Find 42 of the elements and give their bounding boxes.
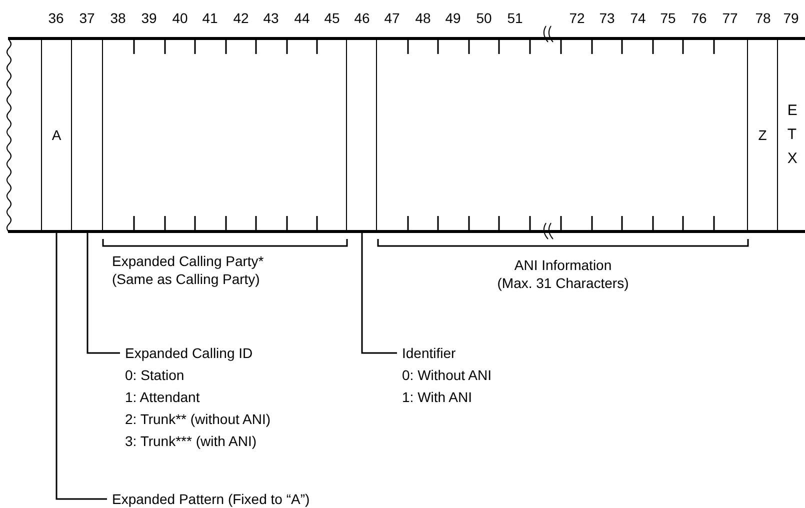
- leader-line: [361, 232, 397, 354]
- field-value: ETX: [787, 101, 796, 169]
- column-number: 45: [324, 10, 340, 26]
- value-line: 1: Attendant: [125, 388, 201, 407]
- field-description: Expanded Calling Party* (Same as Calling Party): [112, 252, 264, 288]
- column-number: 79: [783, 10, 799, 26]
- column-number: 38: [110, 10, 126, 26]
- value-line: 0: Station: [125, 366, 186, 385]
- value-line: 0: Without ANI: [402, 366, 492, 385]
- column-number: 76: [691, 10, 707, 26]
- column-number: 44: [294, 10, 310, 26]
- column-number: 36: [48, 10, 64, 26]
- leader-line: [86, 232, 120, 354]
- column-number: 48: [415, 10, 431, 26]
- column-number: 50: [476, 10, 492, 26]
- column-number: 78: [755, 10, 771, 26]
- column-number: 73: [599, 10, 615, 26]
- column-number: 43: [263, 10, 279, 26]
- column-number: 37: [79, 10, 95, 26]
- column-number: 49: [445, 10, 461, 26]
- record-field: [41, 40, 72, 230]
- column-number: 40: [172, 10, 188, 26]
- value-line: 1: With ANI: [402, 388, 474, 407]
- value-line: 2: Trunk** (without ANI): [125, 410, 271, 429]
- column-number: 47: [384, 10, 400, 26]
- value-line: 3: Trunk*** (with ANI): [125, 432, 258, 451]
- field-name: Expanded Calling ID: [125, 344, 254, 363]
- leader-line: [56, 232, 107, 500]
- field-description: ANI Information (Max. 31 Characters): [497, 256, 629, 292]
- field-value: Z: [758, 126, 767, 144]
- column-number: 46: [354, 10, 370, 26]
- column-number: 41: [202, 10, 218, 26]
- column-number: 51: [507, 10, 523, 26]
- column-number: 72: [569, 10, 585, 26]
- column-number: 42: [233, 10, 249, 26]
- column-number: 75: [660, 10, 676, 26]
- field-name: Identifier: [402, 344, 457, 363]
- column-number: 74: [630, 10, 646, 26]
- callout-text: Expanded Pattern (Fixed to “A”): [112, 488, 310, 508]
- column-number: 77: [722, 10, 738, 26]
- field-value: A: [52, 126, 62, 144]
- column-number: 39: [141, 10, 157, 26]
